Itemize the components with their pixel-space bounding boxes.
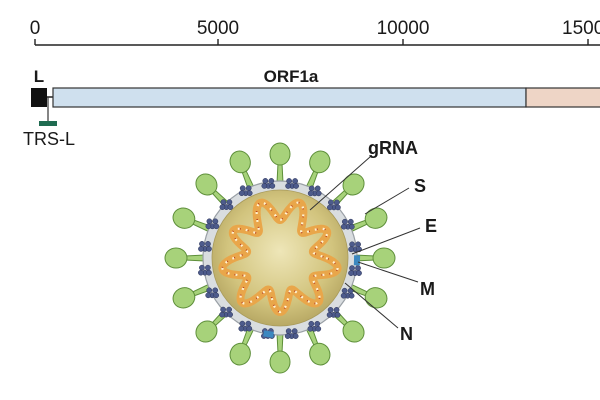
orf1b-block [525,87,600,108]
m-protein-cluster [327,199,341,211]
s-protein-label: S [414,176,426,196]
spike-protein [347,283,388,309]
spike-protein [269,332,291,374]
m-protein-cluster [340,218,355,230]
e-protein [263,330,274,338]
genome-map: L TRS-L ORF1a [23,67,600,149]
m-protein-cluster [284,328,299,339]
trs-l-label: TRS-L [23,129,75,149]
m-protein-cluster [198,241,212,252]
grna-leader-line [309,156,371,211]
m-leader-line [357,261,419,283]
trs-l-marker [39,121,57,126]
m-protein-label: M [420,279,435,299]
s-leader-line [364,187,410,215]
membrane-proteins [198,178,362,339]
m-protein-cluster [219,199,234,210]
e-protein-label: E [425,216,437,236]
m-protein-cluster [205,218,220,230]
scale-label-10000: 10000 [377,18,430,39]
grna-label: gRNA [368,138,418,158]
m-protein-cluster [307,185,322,197]
spike-protein [269,142,291,184]
scale-label-15000: 1500 [562,18,600,39]
leader-block [31,88,47,107]
m-protein-cluster [238,185,253,197]
m-protein-cluster [340,287,355,299]
m-protein-cluster [219,306,233,318]
leader-label: L [34,67,44,86]
orf1a-label: ORF1a [264,67,319,86]
m-protein-cluster [261,178,276,189]
n-protein-label: N [400,324,413,344]
m-protein-cluster [285,178,299,189]
m-protein-cluster [238,320,253,332]
n-leader-line [344,282,399,329]
e-leader-line [351,227,421,255]
m-protein-cluster [326,307,341,318]
scale-label-0: 0 [30,18,41,39]
m-protein-cluster [205,287,220,299]
m-protein-cluster [198,264,212,276]
m-protein-cluster [348,241,362,253]
spike-protein [229,325,255,366]
callouts [309,156,421,329]
spike-protein [164,247,206,269]
spike-protein [172,207,213,233]
orf1a-block [52,87,527,108]
spike-protein [172,283,213,309]
e-protein [353,255,361,266]
genomic-rna-highlight [221,201,339,314]
scale-label-5000: 5000 [197,18,239,39]
spike-protein [229,150,255,191]
virion [164,142,396,374]
genome-scale: 0 5000 10000 1500 [30,18,600,46]
m-protein-cluster [307,320,322,332]
m-protein-cluster [348,265,362,276]
spike-protein [305,150,331,191]
